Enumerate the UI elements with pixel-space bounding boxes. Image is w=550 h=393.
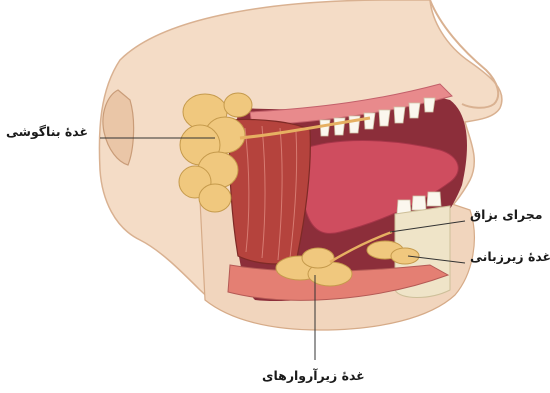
label-submandibular-gland: غدهٔ زیرآروارهای [262, 368, 365, 383]
label-salivary-duct: مجرای بزاق [470, 207, 543, 222]
label-sublingual-gland: غدهٔ زیرزبانی [470, 249, 550, 264]
label-parotid-gland: غدهٔ بناگوشی [6, 124, 88, 139]
